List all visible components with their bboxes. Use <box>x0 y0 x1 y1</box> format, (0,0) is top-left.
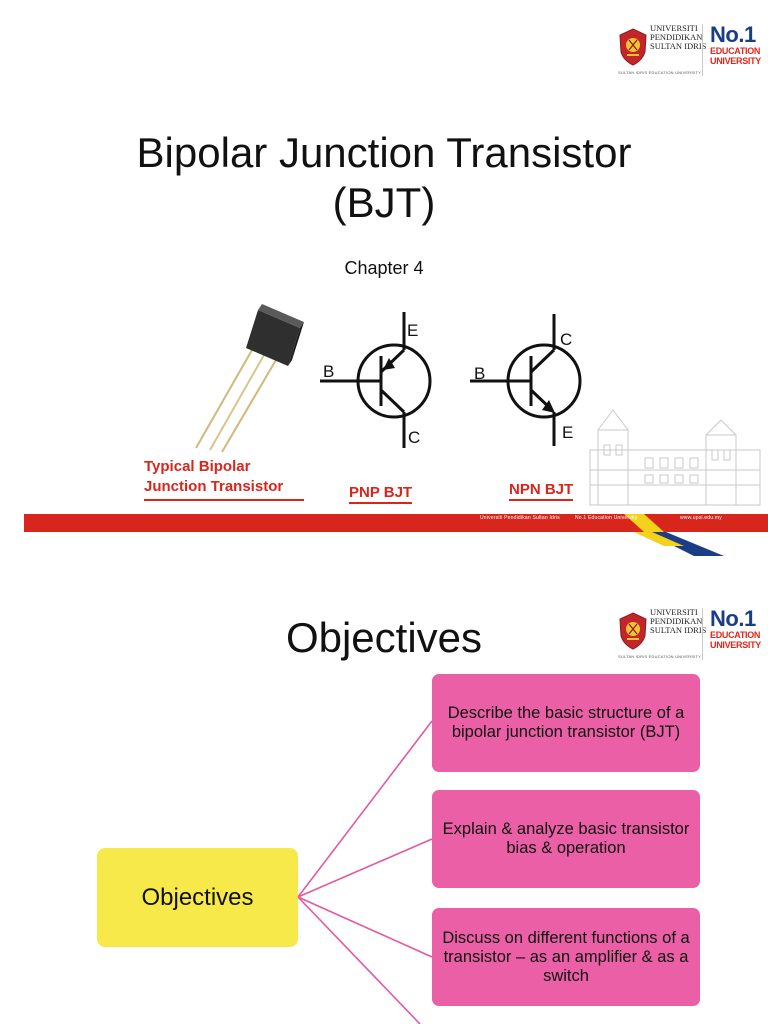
caption-typical-line-1: Typical Bipolar <box>144 458 251 475</box>
footer-tagline: No.1 Education University <box>575 515 638 521</box>
pnp-label-e: E <box>407 321 418 340</box>
caption-npn: NPN BJT <box>509 481 574 501</box>
npn-label-b: B <box>474 364 485 383</box>
uni-line-3: SULTAN IDRIS <box>650 41 707 51</box>
connector-2 <box>297 838 433 898</box>
crest-icon <box>619 28 647 66</box>
uni-line-1: UNIVERSITI <box>650 23 698 33</box>
no1-line-2: EDUCATION <box>710 630 761 640</box>
footer-url: www.upsi.edu.my <box>680 515 722 521</box>
objective-item-3: Discuss on different functions of a tran… <box>432 908 700 1006</box>
pnp-symbol-icon <box>320 312 432 448</box>
uni-line-2: PENDIDIKAN <box>650 616 703 626</box>
slide-title: UNIVERSITI PENDIDIKAN SULTAN IDRIS SULTA… <box>0 22 768 556</box>
university-name: UNIVERSITI PENDIDIKAN SULTAN IDRIS <box>650 24 708 51</box>
footer-university: Universiti Pendidikan Sultan Idris <box>480 515 560 521</box>
crest-icon <box>619 612 647 650</box>
objective-item-2: Explain & analyze basic transistor bias … <box>432 790 700 888</box>
connector-lines <box>297 720 433 1024</box>
pnp-label-b: B <box>323 362 334 381</box>
title-line-2: (BJT) <box>332 179 436 226</box>
title-line-1: Bipolar Junction Transistor <box>136 129 632 176</box>
objectives-node: Objectives <box>97 848 298 947</box>
logo-divider <box>702 24 703 76</box>
university-subtitle: SULTAN IDRIS EDUCATION UNIVERSITY <box>618 654 702 659</box>
connector-4 <box>297 896 421 1024</box>
no1-text: No.1 <box>710 606 756 631</box>
no1-badge: No.1 EDUCATION UNIVERSITY <box>710 606 762 651</box>
pnp-label-c: C <box>408 428 420 447</box>
no1-line-3: UNIVERSITY <box>710 640 762 650</box>
no1-line-2: EDUCATION <box>710 46 761 56</box>
transistor-photo-icon <box>195 304 304 453</box>
objectives-heading: Objectives <box>285 614 483 661</box>
no1-line-3: UNIVERSITY <box>710 56 762 66</box>
footer-band <box>24 514 768 556</box>
no1-text: No.1 <box>710 22 756 47</box>
transistor-illustrations: E B C C B E <box>195 304 761 506</box>
uni-line-3: SULTAN IDRIS <box>650 625 707 635</box>
npn-label-e: E <box>562 423 573 442</box>
caption-pnp: PNP BJT <box>349 484 413 504</box>
objective-item-1: Describe the basic structure of a bipola… <box>432 674 700 772</box>
uni-line-2: PENDIDIKAN <box>650 32 703 42</box>
building-sketch-icon <box>589 409 761 506</box>
university-logo: UNIVERSITI PENDIDIKAN SULTAN IDRIS SULTA… <box>618 22 762 80</box>
caption-typical-line-2: Junction Transistor <box>144 478 284 495</box>
chapter-subtitle: Chapter 4 <box>344 258 424 278</box>
university-logo: UNIVERSITI PENDIDIKAN SULTAN IDRIS SULTA… <box>618 606 762 664</box>
uni-line-1: UNIVERSITI <box>650 607 698 617</box>
university-name: UNIVERSITI PENDIDIKAN SULTAN IDRIS <box>650 608 708 635</box>
connector-3 <box>297 896 433 958</box>
no1-badge: No.1 EDUCATION UNIVERSITY <box>710 22 762 67</box>
slide-title-heading: Bipolar Junction Transistor (BJT) <box>0 128 768 228</box>
npn-symbol-icon <box>470 314 582 446</box>
logo-divider <box>702 608 703 660</box>
caption-typical-bjt: Typical Bipolar Junction Transistor <box>144 457 304 501</box>
connector-1 <box>297 720 433 898</box>
transistor-figures: E B C C B E Typical Bipolar Junction Tra… <box>0 300 768 520</box>
slide-objectives: UNIVERSITI PENDIDIKAN SULTAN IDRIS SULTA… <box>0 584 768 1024</box>
npn-label-c: C <box>560 330 572 349</box>
university-subtitle: SULTAN IDRIS EDUCATION UNIVERSITY <box>618 70 702 75</box>
